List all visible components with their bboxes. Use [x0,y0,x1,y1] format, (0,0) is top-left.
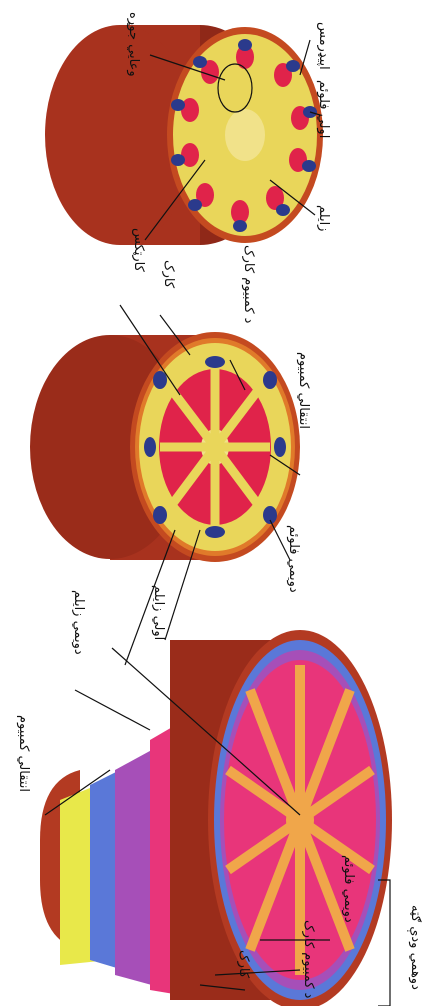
label-primary-xylem: اولي زایلم [151,585,166,640]
rays [160,369,270,525]
label-primary-phloem: اولي فلوئم [316,80,331,138]
label-secondary-xylem: دویمي زایلم [71,590,86,655]
pith [225,109,265,161]
label-cork: کارک [161,260,176,289]
secondary-stem-early [30,332,300,562]
label-cambium-lower: انتقالي کمبیوم [16,715,31,792]
label-secondary-phloem: دویمي فلوئم [286,525,301,593]
label-cork-cambium-lower: د کمبیوم کارک [301,920,316,999]
primary-stem [45,25,323,245]
label-vascular-cambium: انتقالي کمبیوم [296,352,311,429]
label-vascular-bundle: وعایي جوړه [126,12,141,77]
secondary-stem-exploded [40,630,392,1006]
label-cork-cambium: د کمبیوم کارک [241,245,256,324]
label-secondary-growth: دوهمي ودې ګټه [407,905,423,990]
label-cortex: کارټکس [131,228,146,273]
label-xylem: زایلم [316,205,331,231]
label-secondary-phloem-lower: دویمي فلوئم [341,855,356,923]
label-cork-lower: کارک [236,950,251,979]
label-epidermis: اپیډرمس [316,22,331,70]
